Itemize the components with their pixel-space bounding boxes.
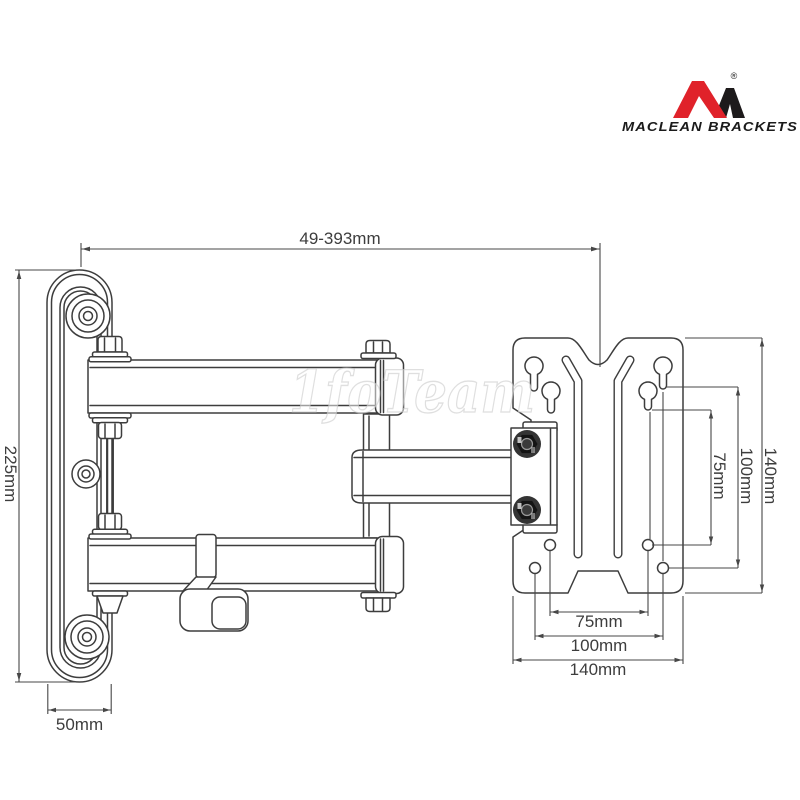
logo-m-red-peak (673, 81, 727, 118)
middle-arm (351, 449, 513, 504)
label-arm-extension: 49-393mm (299, 229, 380, 248)
dim-vesa-horizontal-100 (534, 574, 664, 640)
wall-plate (46, 269, 113, 683)
label-vesa-horizontal-75: 75mm (575, 612, 622, 631)
label-vesa-vertical-75: 75mm (710, 452, 729, 499)
watermark: 1foTeam (289, 358, 535, 426)
logo-registered-mark: ® (731, 71, 738, 81)
elbow-top-knuckle (374, 357, 405, 416)
wall-plate-top-hole (65, 293, 111, 339)
elbow-top-bolt (360, 339, 397, 360)
wall-pivot-bolt-stack (88, 335, 132, 614)
wall-plate-bottom-hole (64, 614, 110, 660)
label-vesa-vertical-100: 100mm (737, 448, 756, 505)
dim-vesa-horizontal-140 (512, 596, 684, 664)
maclean-logo: ® MACLEAN BRACKETS (622, 71, 798, 134)
hinge-bolt-bottom (513, 496, 541, 524)
dim-wall-plate-height (15, 269, 84, 683)
bottom-arm (87, 537, 378, 592)
label-wall-plate-width: 50mm (56, 715, 103, 734)
dimension-labels: 49-393mm 225mm 50mm 75mm 100mm 140mm 75m… (1, 229, 780, 734)
dim-vesa-vertical-140 (685, 337, 765, 594)
vesa-hinge-bracket (510, 421, 558, 534)
label-vesa-horizontal-140: 140mm (570, 660, 627, 679)
elbow-bottom-knuckle (374, 535, 405, 595)
label-vesa-horizontal-100: 100mm (571, 636, 628, 655)
dim-vesa-vertical-75 (649, 409, 714, 546)
dim-vesa-vertical-100 (662, 386, 741, 569)
wall-plate-middle-hole (71, 459, 101, 489)
vesa-curved-slots (561, 355, 635, 559)
dim-arm-extension (80, 243, 601, 367)
hinge-bolt-top (513, 430, 541, 458)
logo-wordmark: MACLEAN BRACKETS (622, 119, 798, 134)
cable-clip (179, 533, 249, 632)
dim-wall-plate-width (47, 684, 112, 714)
vesa-keyhole-slots (524, 356, 673, 414)
dim-vesa-horizontal-75 (549, 551, 649, 616)
elbow-bottom-bolt (360, 591, 397, 613)
label-vesa-vertical-140: 140mm (761, 448, 780, 505)
label-wall-plate-height: 225mm (1, 446, 20, 503)
vesa-bottom-holes (528, 538, 670, 575)
dimension-lines (15, 243, 765, 714)
